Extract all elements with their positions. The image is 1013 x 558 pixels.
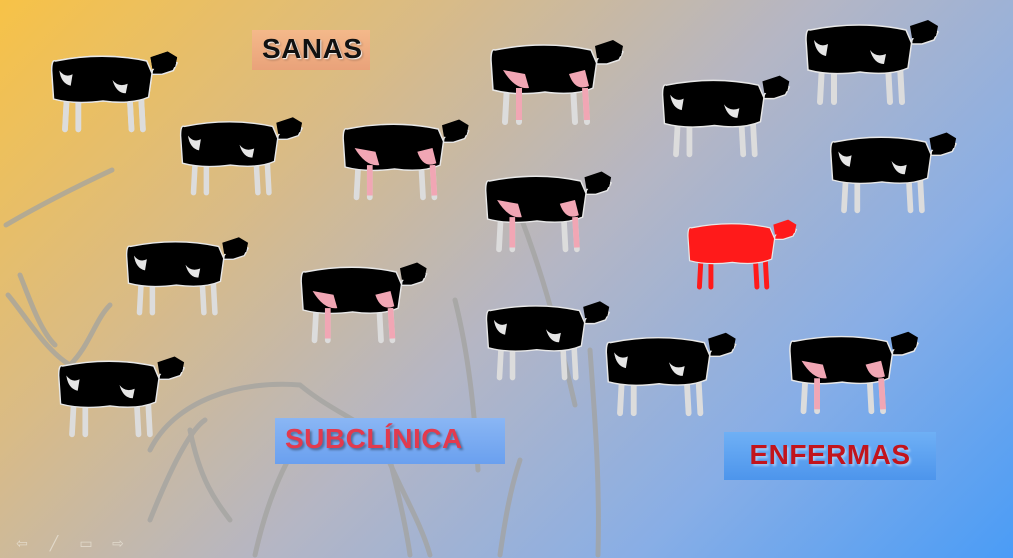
pen-icon[interactable]: ╱ bbox=[44, 536, 64, 550]
slideshow-controls: ⇦ ╱ ▭ ⇨ bbox=[12, 536, 128, 550]
cow-healthy bbox=[478, 292, 614, 385]
cow-subclinical bbox=[485, 30, 625, 130]
cow-healthy bbox=[52, 347, 187, 442]
cow-healthy bbox=[45, 42, 180, 137]
cow-healthy bbox=[823, 123, 960, 218]
cow-sick bbox=[683, 210, 798, 295]
cow-healthy bbox=[172, 108, 307, 200]
cow-healthy bbox=[800, 10, 940, 110]
cow-subclinical bbox=[478, 162, 615, 257]
label-sick: ENFERMAS bbox=[724, 432, 936, 480]
cow-healthy bbox=[118, 228, 253, 320]
cow-healthy bbox=[655, 66, 793, 162]
arrow-right-icon[interactable]: ⇨ bbox=[108, 536, 128, 550]
cow-subclinical bbox=[335, 110, 473, 205]
arrow-left-icon[interactable]: ⇦ bbox=[12, 536, 32, 550]
label-healthy: SANAS bbox=[252, 30, 370, 70]
slides-menu-icon[interactable]: ▭ bbox=[76, 536, 96, 550]
label-subclinical: SUBCLÍNICA bbox=[275, 418, 505, 464]
cow-healthy bbox=[598, 323, 740, 421]
cow-subclinical bbox=[292, 253, 432, 348]
cow-subclinical bbox=[783, 322, 921, 419]
